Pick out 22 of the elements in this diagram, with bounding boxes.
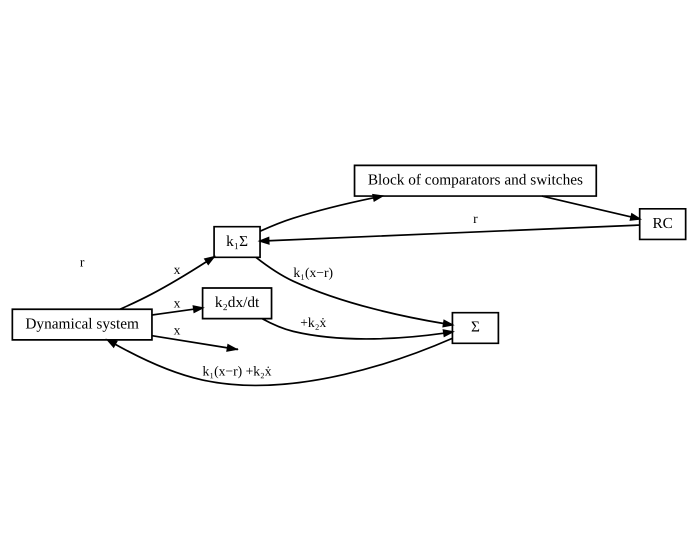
arrow [256, 256, 455, 328]
node-box: Block of comparators and switches [354, 164, 598, 197]
edge-label: r [473, 211, 478, 226]
edge-label: x [174, 322, 180, 338]
arrow [258, 224, 640, 245]
edge-label: +k₂ẋ [300, 314, 326, 330]
edge-label: x [174, 295, 180, 310]
arrow [120, 256, 216, 310]
arrow [262, 318, 455, 340]
node-box: k₁Σ [213, 226, 261, 258]
edge-label: x [174, 262, 180, 278]
arrow [105, 338, 453, 386]
node-box: Σ [452, 312, 500, 344]
arrow [152, 305, 205, 316]
node-box: RC [638, 208, 686, 240]
label: r [80, 254, 84, 270]
node-box: k₂dx/dt [202, 287, 272, 320]
arrow [542, 195, 642, 221]
edge-label: k₁(x−r) +k₂ẋ [202, 363, 272, 378]
node-box: Dynamical system [12, 308, 153, 341]
edge-label: k₁(x−r) [293, 264, 334, 280]
arrow [260, 194, 385, 232]
